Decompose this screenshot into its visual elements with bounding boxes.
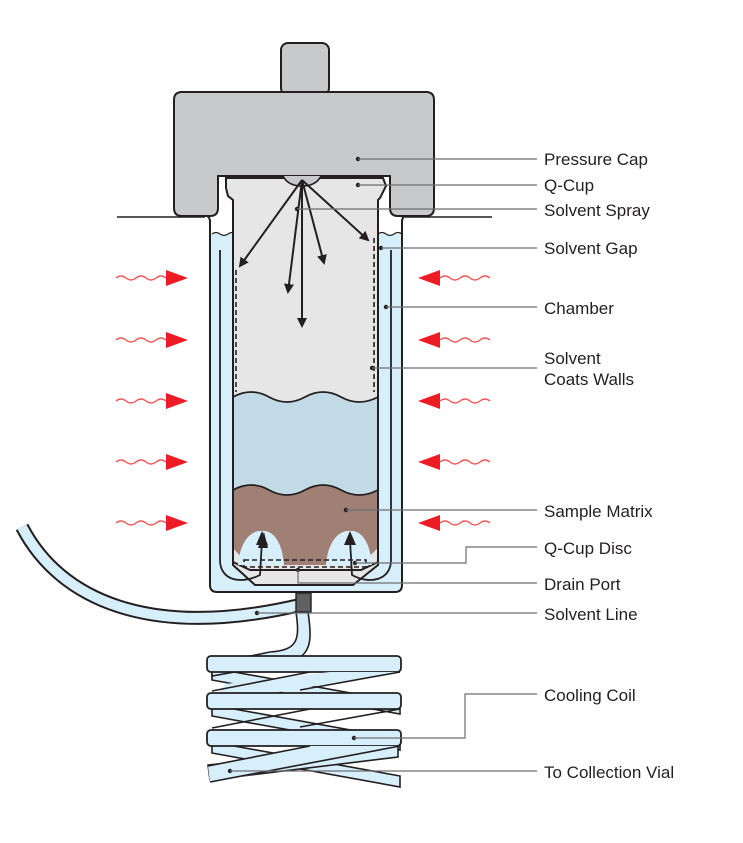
leader-solvent-coats-walls [369, 365, 537, 371]
heat-arrow-icon [115, 270, 188, 286]
leader-cooling-coil [351, 693, 537, 741]
leader-solvent-gap [378, 245, 537, 251]
label-solvent-line: Solvent Line [544, 605, 638, 624]
leader-sample-matrix [343, 507, 537, 513]
q-cup-shape [225, 177, 388, 586]
heat-arrows-right [418, 270, 491, 531]
heat-arrow-icon [115, 393, 188, 409]
heat-arrow-icon [115, 515, 188, 531]
label-chamber: Chamber [544, 299, 614, 318]
leader-solvent-line [254, 610, 537, 616]
label-cooling-coil: Cooling Coil [544, 686, 636, 705]
label-q-cup: Q-Cup [544, 176, 594, 195]
cooling-coil-shape [206, 611, 402, 788]
heat-arrow-icon [115, 454, 188, 470]
labels: Pressure Cap Q-Cup Solvent Spray Solvent… [544, 150, 674, 782]
leader-pressure-cap [355, 156, 537, 162]
label-solvent-spray: Solvent Spray [544, 201, 650, 220]
label-sample-matrix: Sample Matrix [544, 502, 653, 521]
label-solvent-coats-walls-line1: Solvent [544, 349, 601, 368]
label-q-cup-disc: Q-Cup Disc [544, 539, 632, 558]
pressure-cap-shape [173, 42, 435, 217]
solvent-spray-arrows [238, 179, 370, 328]
leader-drain-port [295, 567, 537, 584]
drain-port-shape [295, 592, 312, 613]
leader-q-cup [355, 182, 537, 188]
heat-arrow-icon [418, 454, 491, 470]
solvent-line-tube [15, 523, 302, 625]
leader-q-cup-disc [352, 546, 537, 566]
heat-arrow-icon [418, 393, 491, 409]
label-pressure-cap: Pressure Cap [544, 150, 648, 169]
heat-arrow-icon [115, 332, 188, 348]
heat-arrow-icon [418, 270, 491, 286]
heat-arrow-icon [418, 515, 491, 531]
label-solvent-gap: Solvent Gap [544, 239, 638, 258]
leader-chamber [383, 304, 537, 310]
leader-solvent-spray [294, 206, 537, 212]
heat-arrows-left [115, 270, 188, 531]
leader-lines [227, 156, 537, 774]
label-to-collection-vial: To Collection Vial [544, 763, 674, 782]
label-drain-port: Drain Port [544, 575, 621, 594]
leader-to-collection-vial [227, 768, 537, 774]
heat-arrow-icon [418, 332, 491, 348]
solvent-flow-lines [219, 250, 392, 581]
label-solvent-coats-walls-line2: Coats Walls [544, 370, 634, 389]
